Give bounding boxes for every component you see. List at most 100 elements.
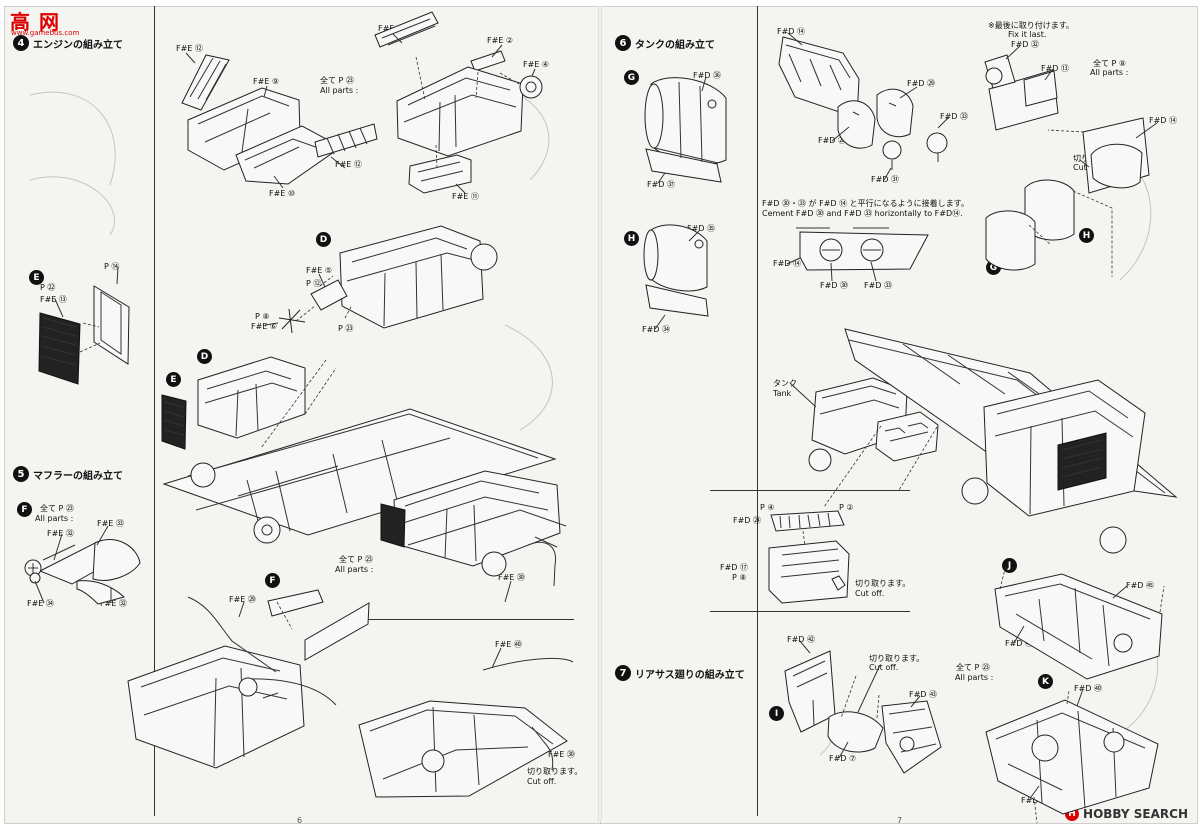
callout-leader-lines (34, 32, 1158, 798)
part-label-p12: P ⑫ (306, 279, 322, 288)
cement-detail (796, 227, 929, 271)
part-label-d41: F#D ㊶ (1021, 796, 1050, 805)
cut-off-d-en: Cut off. (869, 663, 899, 672)
cut-off-d-jp: 切り取ります。 (869, 654, 925, 663)
part-label-e30-lower-right: F#E ㉚ (548, 750, 575, 759)
cut-off-a-jp: 切り取ります。 (527, 767, 583, 776)
all-parts-23a-en: All parts : (320, 86, 359, 95)
muffler-parts (24, 539, 141, 605)
tank-label-en: Tank (773, 389, 792, 398)
part-label-p22: P ㉒ (40, 283, 56, 292)
callout-g-left: G (624, 70, 639, 85)
part-label-d43: F#D ㊸ (909, 690, 938, 699)
lower-left-divider (356, 619, 574, 620)
part-label-d46: F#D ㊻ (1005, 639, 1034, 648)
left-column-divider (154, 6, 155, 816)
part-label-e32a: F#E ㉜ (47, 529, 74, 538)
callout-d-top: D (316, 232, 331, 247)
part-label-e4: F#E ④ (523, 60, 550, 69)
right-column-divider (757, 6, 758, 816)
cement-note-jp: F#D ㉚・㉝ が F#D ⑭ と平行になるように接着します。 (762, 199, 969, 208)
part-label-e12b: F#E ⑫ (335, 160, 362, 169)
part-label-p4: P ④ (760, 503, 775, 512)
fix-last-en: Fix it last. (1008, 30, 1047, 39)
muffler-installed-right (358, 657, 574, 798)
callout-e-left: E (29, 270, 44, 285)
part-label-d35: F#D ㉟ (687, 224, 716, 233)
engine-mounted-on-frame (380, 470, 567, 587)
battery-inset-detail (768, 510, 850, 604)
part-label-p8b: P ⑧ (732, 573, 747, 582)
part-label-d14a: F#D ⑭ (777, 27, 806, 36)
engine-assembly-top (181, 11, 543, 194)
part-label-p2: P ② (839, 503, 854, 512)
callout-h-right: H (1079, 228, 1094, 243)
part-label-d40: F#D ㊵ (1074, 684, 1103, 693)
part-label-e34: F#E ㉞ (27, 599, 54, 608)
part-label-e5: F#E ⑤ (306, 266, 333, 275)
part-label-p23b: P ㉓ (338, 324, 354, 333)
all-parts-23c-en: All parts : (335, 565, 374, 574)
part-label-p14: P ⑭ (104, 262, 120, 271)
part-label-d14c: F#D ⑭ (1149, 116, 1178, 125)
part-label-d17: F#D ⑰ (720, 563, 749, 572)
engine-assembly-middle (38, 225, 498, 385)
callout-k: K (1038, 674, 1053, 689)
callout-f-left: F (17, 502, 32, 517)
part-label-e30a: F#E ㉚ (498, 573, 525, 582)
part-label-d30: F#D ㉚ (820, 281, 849, 290)
all-parts-8-en: All parts : (1090, 68, 1129, 77)
cut-off-a-en: Cut off. (527, 777, 557, 786)
part-label-d34: F#D ㉞ (642, 325, 671, 334)
part-label-e32b: F#E ㉜ (100, 599, 127, 608)
part-label-e12a: F#E ⑫ (176, 44, 203, 53)
part-label-e9: F#E ⑨ (253, 77, 280, 86)
callout-f-lower: F (265, 573, 280, 588)
rear-suspension-j-parts (994, 564, 1165, 680)
part-label-d36: F#D ㊱ (693, 71, 722, 80)
tank-installed-on-chassis (808, 328, 1178, 554)
cut-off-c-jp: 切り取ります。 (855, 579, 911, 588)
battery-box-parts (778, 36, 948, 170)
part-label-d31: F#D ㉛ (871, 175, 900, 184)
part-label-e2: F#E ② (487, 36, 514, 45)
tank-h-parts (643, 224, 709, 317)
tank-label-jp: タンク (773, 379, 797, 388)
part-label-d24: F#D ㉔ (733, 516, 762, 525)
part-label-d33b: F#D ㉝ (864, 281, 893, 290)
cement-note-en: Cement F#D ㉚ and F#D ㉝ horizontally to F… (762, 209, 963, 218)
all-parts-23d-en: All parts : (955, 673, 994, 682)
part-label-e6: F#E ⑥ (251, 322, 278, 331)
cut-off-c-en: Cut off. (855, 589, 885, 598)
all-parts-23c-jp: 全て P ㉓ (339, 555, 373, 564)
fix-last-jp: ※最後に取り付けます。 (988, 21, 1074, 30)
part-label-d33: F#D ㉝ (940, 112, 969, 121)
callout-j: J (1002, 558, 1017, 573)
part-label-d7: F#D ⑦ (829, 754, 857, 763)
part-label-e13: F#E ⑬ (40, 295, 67, 304)
part-label-e40: F#E ㊵ (495, 640, 522, 649)
callout-i: I (769, 706, 784, 721)
part-label-d37: F#D ㊲ (647, 180, 676, 189)
rear-suspension-k-parts (985, 690, 1159, 824)
rear-suspension-i-parts (784, 650, 942, 774)
part-label-d32: F#D ㉜ (1011, 40, 1040, 49)
part-label-e10: F#E ⑩ (269, 189, 296, 198)
tank-assembly-right (984, 54, 1150, 277)
page-number-right: 7 (897, 816, 903, 825)
inset-top-divider (710, 490, 910, 491)
bleed-through-artwork (29, 89, 1159, 756)
callout-d-middle: D (197, 349, 212, 364)
muffler-installed-left (127, 589, 370, 769)
part-label-d42: F#D ㊷ (787, 635, 816, 644)
all-parts-23d-jp: 全て P ㉓ (956, 663, 990, 672)
part-label-e11: F#E ⑪ (452, 192, 479, 201)
part-label-d29: F#D ㉙ (907, 79, 936, 88)
